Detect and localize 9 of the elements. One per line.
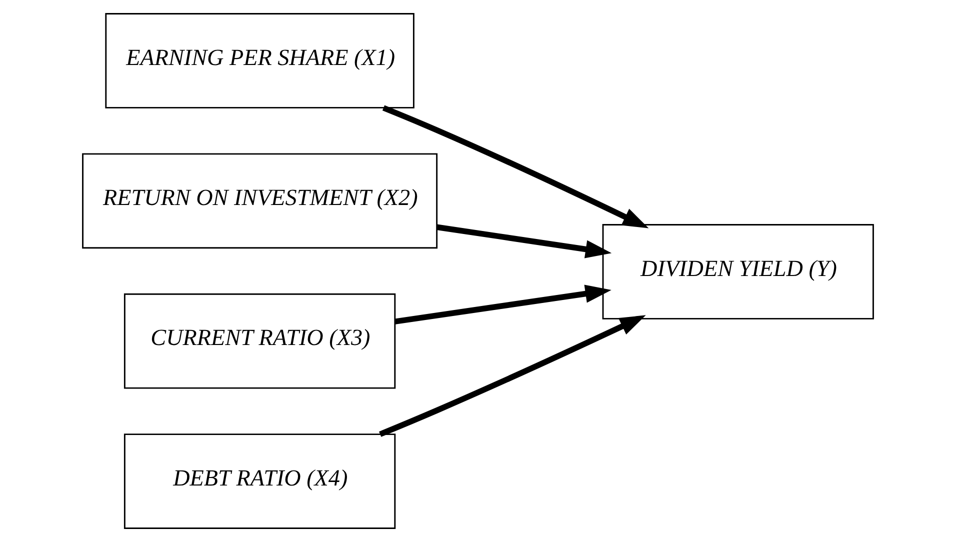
node-box: RETURN ON INVESTMENT (X2) [82,153,438,249]
arrow [382,105,648,228]
node-box: DIVIDEN YIELD (Y) [602,224,874,320]
arrow [436,224,612,258]
arrow [378,315,646,437]
node-box: EARNING PER SHARE (X1) [104,13,414,108]
node-box: CURRENT RATIO (X3) [123,293,396,389]
arrow [394,284,611,324]
node-box: DEBT RATIO (X4) [123,434,396,529]
